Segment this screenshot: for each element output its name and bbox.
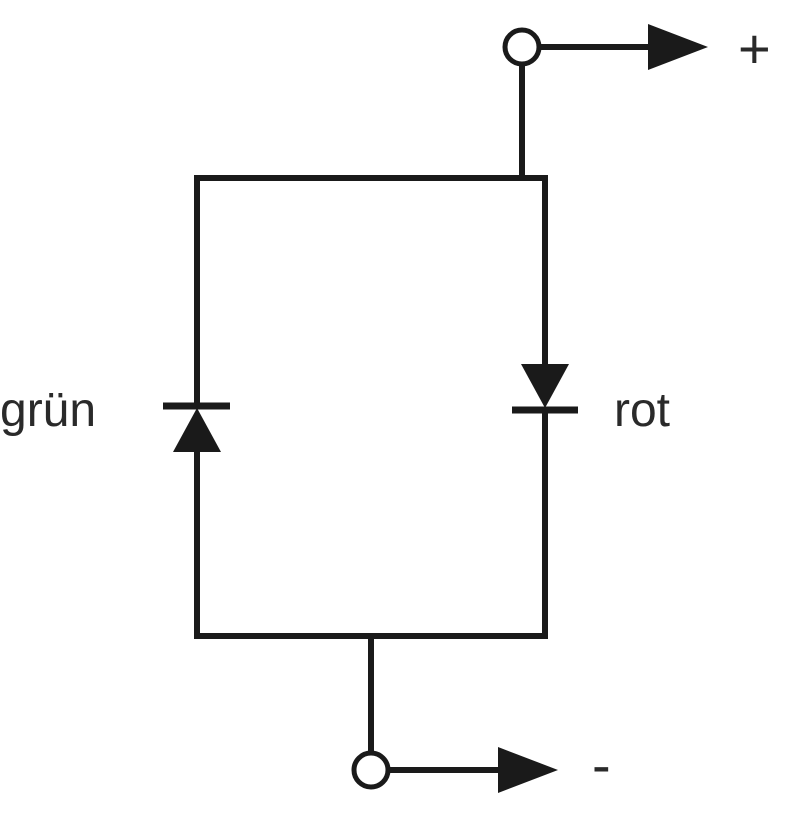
positive-terminal-node: [502, 27, 542, 67]
red-led-label: rot: [614, 384, 670, 437]
negative-arrow-head: [498, 747, 558, 793]
positive-terminal-group: +: [502, 17, 771, 181]
green-led-label: grün: [0, 384, 96, 437]
positive-arrow-head: [648, 24, 708, 70]
red-led-symbol: rot: [512, 364, 670, 437]
negative-terminal-sign: -: [592, 733, 611, 796]
parallel-loop: [194, 175, 548, 639]
green-led-symbol: grün: [0, 384, 230, 452]
negative-terminal-group: -: [351, 633, 611, 796]
negative-terminal-node: [351, 750, 391, 790]
positive-terminal-sign: +: [738, 17, 771, 80]
green-led-anode-triangle: [173, 408, 221, 452]
red-led-anode-triangle: [521, 364, 569, 408]
